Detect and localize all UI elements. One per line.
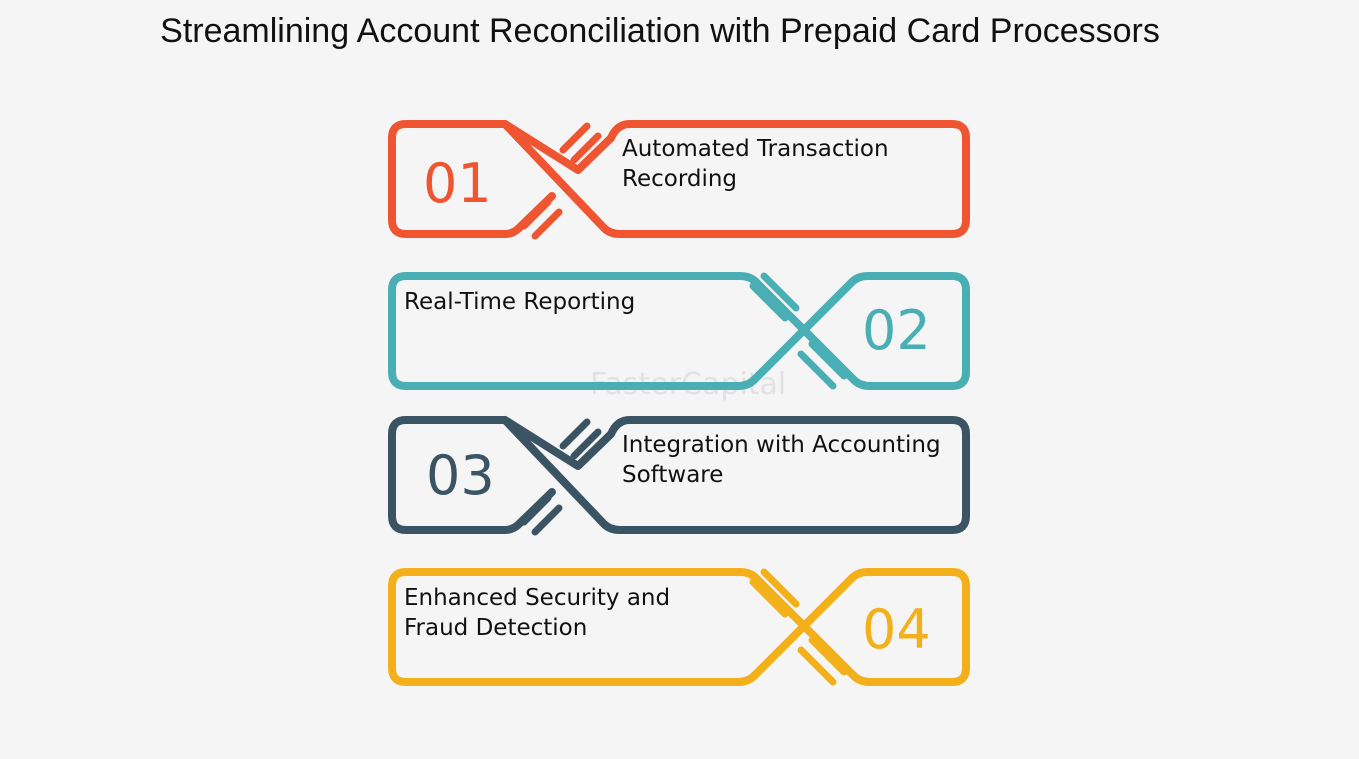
step-02-stripes bbox=[749, 272, 848, 390]
step-03-stripes bbox=[520, 418, 602, 536]
step-01-stripes bbox=[520, 122, 602, 240]
step-03-label-line-1: Integration with Accounting bbox=[622, 432, 941, 458]
step-03-frame bbox=[388, 416, 970, 534]
step-04: 04 Enhanced Security and Fraud Detection bbox=[388, 568, 970, 686]
step-01: 01 Automated Transaction Recording bbox=[388, 120, 970, 240]
step-04-stripes bbox=[749, 568, 848, 686]
step-04-label-line-2: Fraud Detection bbox=[404, 615, 587, 641]
step-02: 02 Real-Time Reporting bbox=[388, 272, 970, 390]
step-03-number: 03 bbox=[426, 444, 495, 507]
step-02-label-line-1: Real-Time Reporting bbox=[404, 289, 635, 315]
page-title: Streamlining Account Reconciliation with… bbox=[160, 12, 1160, 50]
step-04-number: 04 bbox=[862, 598, 931, 661]
step-04-label-line-1: Enhanced Security and bbox=[404, 585, 670, 611]
step-03-label-line-2: Software bbox=[622, 462, 723, 488]
step-01-label-line-1: Automated Transaction bbox=[622, 136, 889, 162]
step-02-number: 02 bbox=[862, 299, 931, 362]
step-02-frame bbox=[388, 272, 970, 390]
step-04-frame bbox=[388, 568, 970, 686]
step-03: 03 Integration with Accounting Software bbox=[388, 416, 970, 536]
step-01-frame bbox=[388, 120, 970, 238]
step-01-label-line-2: Recording bbox=[622, 166, 737, 192]
step-01-number: 01 bbox=[423, 152, 492, 215]
